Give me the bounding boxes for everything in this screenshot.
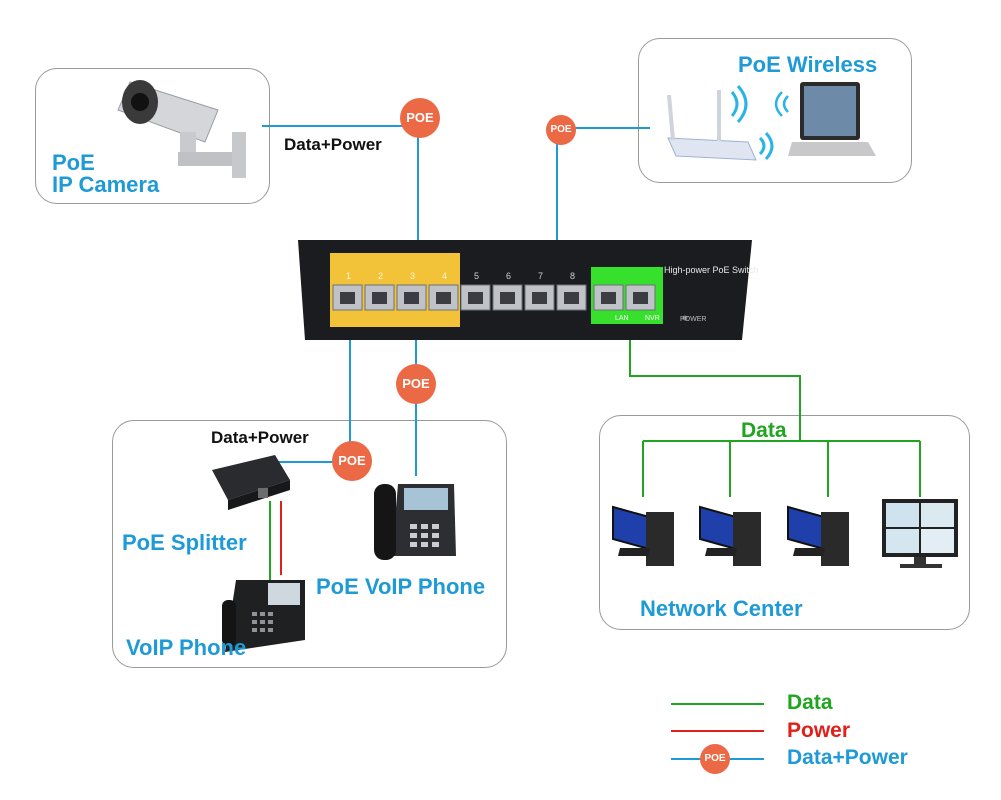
power-label: POWER (680, 316, 706, 323)
poe-badge-wireless: POE (546, 115, 576, 145)
switch-title: High-power PoE Switch (664, 265, 759, 275)
poe-badge-voip: POE (396, 364, 436, 404)
poe-switch (298, 240, 752, 340)
voip-phone-label: VoIP Phone (126, 635, 247, 660)
legend-data-label: Data (787, 691, 833, 714)
wireless-panel (638, 38, 912, 183)
nvr-monitor (882, 499, 958, 568)
network-center-label: Network Center (640, 596, 803, 621)
data-power-label-left: Data+Power (211, 428, 309, 447)
poe-voip-phone-icon (374, 484, 456, 560)
voip-phone-icon (222, 580, 305, 652)
router-icon (667, 85, 774, 161)
svg-text:8: 8 (570, 271, 575, 281)
svg-text:7: 7 (538, 271, 543, 281)
legend-data-power-label: Data+Power (787, 746, 908, 769)
nvr-label: NVR (645, 315, 660, 322)
data-lines (269, 340, 921, 580)
computer-icons (612, 499, 958, 568)
computer-1 (612, 505, 674, 566)
poe-voip-phone-label: PoE VoIP Phone (316, 574, 486, 599)
laptop-icon (774, 82, 876, 156)
data-line-label: Data (741, 419, 787, 442)
ip-camera-icon (117, 80, 246, 178)
camera-label: PoE IP Camera (52, 150, 160, 197)
poe-splitter-icon (212, 455, 290, 510)
svg-text:1: 1 (346, 271, 351, 281)
splitter-label: PoE Splitter (122, 530, 247, 555)
poe-badge-legend: POE (700, 744, 730, 774)
wireless-label: PoE Wireless (738, 52, 878, 77)
svg-text:5: 5 (474, 271, 479, 281)
legend-power-label: Power (787, 719, 851, 742)
poe-badge-splitter: POE (332, 441, 372, 481)
svg-text:6: 6 (506, 271, 511, 281)
svg-text:3: 3 (410, 271, 415, 281)
computer-2 (699, 505, 761, 566)
switch-text: High-power PoE Switch 1 2 3 4 5 6 7 8 LA… (346, 265, 759, 323)
poe-badge-camera: POE (400, 98, 440, 138)
computer-3 (787, 505, 849, 566)
svg-text:4: 4 (442, 271, 447, 281)
lan-label: LAN (615, 315, 629, 322)
svg-text:2: 2 (378, 271, 383, 281)
data-power-label-top: Data+Power (284, 135, 382, 154)
